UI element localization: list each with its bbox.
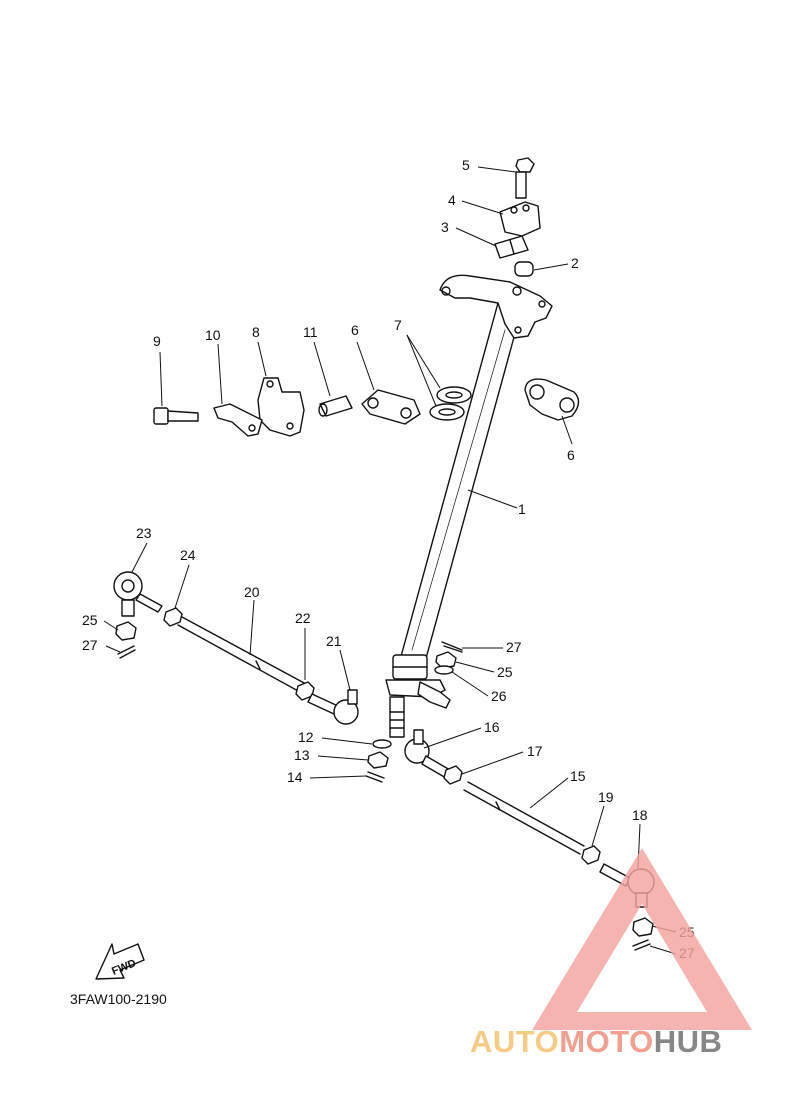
cotter-pin-27-left [117,645,136,659]
upper-bracket [439,274,553,339]
callout-27-center: 27 [506,639,522,655]
callout-23: 23 [136,525,152,541]
callout-25-center: 25 [497,664,513,680]
nut-25-right [632,917,654,937]
lock-plate-10 [213,403,263,437]
watermark-text: AUTOMOTOHUB [470,1024,722,1059]
nut-19 [581,845,601,865]
callout-numbers: 1 2 3 4 5 6 6 7 8 9 10 11 12 13 14 15 16… [82,157,695,961]
washer-12 [372,739,392,749]
watermark-hub: HUB [654,1024,723,1059]
rod-end-21 [307,689,359,725]
holder-6-right [524,378,580,421]
callout-22: 22 [295,610,311,626]
watermark-triangle-icon [532,848,752,1030]
callout-21: 21 [326,633,342,649]
cotter-pin-14 [365,771,385,783]
nut-25-left [115,621,137,641]
cotter-pin-27-center [441,641,463,653]
callout-20: 20 [244,584,260,600]
callout-27-left: 27 [82,637,98,653]
callout-6-left: 6 [351,322,359,338]
holder-6-left [361,389,421,425]
callout-7: 7 [394,317,402,333]
callout-18: 18 [632,807,648,823]
callout-24: 24 [180,547,196,563]
callout-4: 4 [448,192,456,208]
collar-2 [514,261,534,277]
callout-19: 19 [598,789,614,805]
rod-end-23 [113,571,163,617]
rod-end-16 [404,729,451,779]
callout-15: 15 [570,768,586,784]
cotter-pin-27-right [632,939,651,951]
callout-10: 10 [205,327,221,343]
callout-14: 14 [287,769,303,785]
washer-26 [434,665,454,675]
callout-9: 9 [153,333,161,349]
leader-lines [103,166,677,955]
callout-11: 11 [303,324,318,340]
drawing-code: 3FAW100-2190 [70,991,167,1007]
watermark-auto: AUTO [470,1024,559,1059]
bushing-3 [494,235,529,259]
callout-1: 1 [518,501,526,517]
forward-arrow-icon: FWD [95,943,145,980]
bolt-5 [515,157,535,199]
tie-rod-20 [177,616,307,693]
callout-8: 8 [252,324,260,340]
callout-13: 13 [294,747,310,763]
plate-8 [257,377,305,437]
nut-25-center [435,651,457,669]
callout-3: 3 [441,219,449,235]
callout-17: 17 [527,743,543,759]
callout-26: 26 [491,688,507,704]
steering-column-shaft [385,302,523,738]
clamp-4 [499,201,541,237]
collar-11 [318,395,353,417]
callout-6-right: 6 [567,447,575,463]
nut-17 [443,765,463,785]
washers-7 [429,386,472,421]
callout-12: 12 [298,729,314,745]
tie-rod-15 [463,781,585,855]
callout-16: 16 [484,719,500,735]
callout-2: 2 [571,255,579,271]
bolt-9 [153,407,199,425]
watermark: AUTOMOTOHUB [470,848,752,1059]
callout-25-left: 25 [82,612,98,628]
callout-5: 5 [462,157,470,173]
nut-13 [367,751,389,769]
watermark-moto: MOTO [559,1024,653,1059]
nut-24 [163,607,183,627]
